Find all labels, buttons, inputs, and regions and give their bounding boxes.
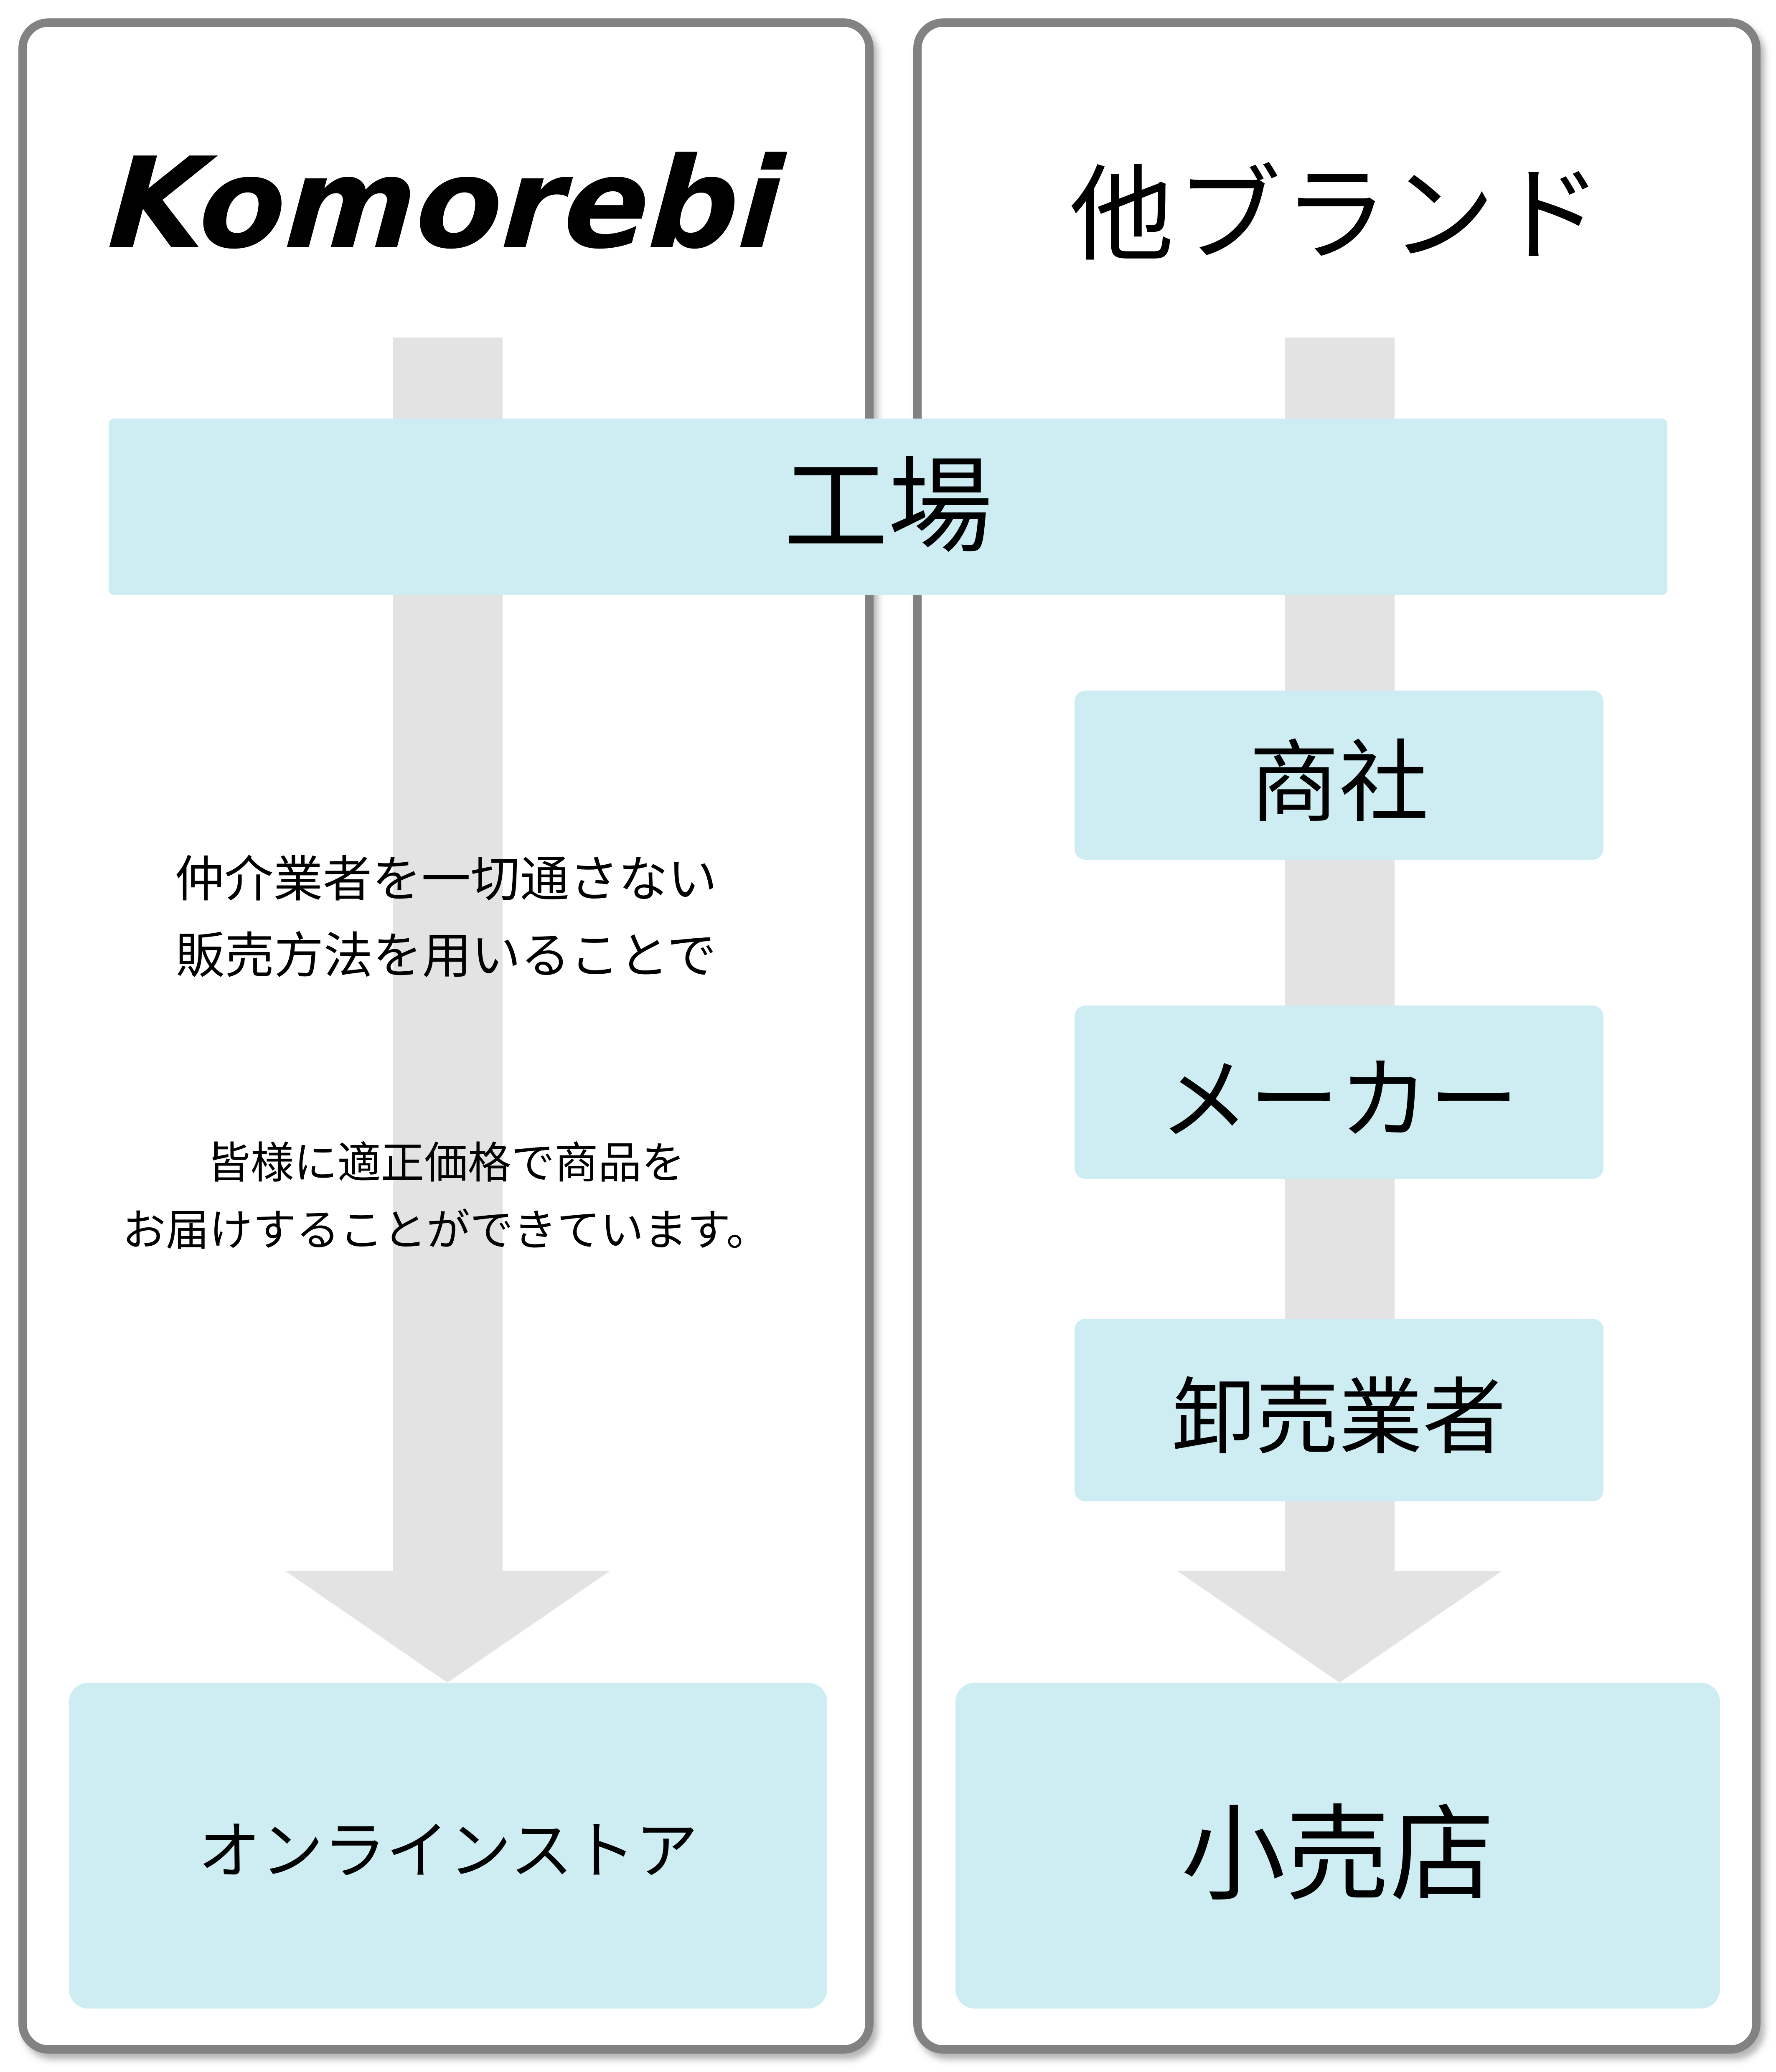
paragraph-line: 仲介業者を一切通さない [175,852,717,907]
retail-store-box: 小売店 [955,1683,1720,2009]
fair-price-paragraph: 皆様に適正価格で商品を お届けすることができています。 [18,1130,874,1265]
online-store-box: オンラインストア [69,1683,827,2009]
paragraph-line: 皆様に適正価格で商品を [207,1139,685,1188]
wholesaler-label: 卸売業者 [1171,1371,1506,1465]
direct-sales-paragraph: 仲介業者を一切通さない 販売方法を用いることで [18,842,874,995]
online-store-label: オンラインストア [198,1816,698,1886]
trading-company-box: 商社 [1075,691,1603,860]
trading-company-label: 商社 [1249,733,1429,833]
retail-store-label: 小売店 [1181,1797,1494,1913]
komorebi-title: Komorebi [104,131,788,277]
paragraph-line: 販売方法を用いることで [175,928,716,984]
factory-band: 工場 [109,419,1667,595]
maker-label: メーカー [1159,1050,1519,1150]
other-brands-title: 他ブランド [1070,157,1604,274]
paragraph-line: お届けすることができています。 [122,1206,770,1255]
factory-label: 工場 [783,448,993,565]
wholesaler-box: 卸売業者 [1075,1319,1603,1501]
maker-box: メーカー [1075,1006,1603,1179]
